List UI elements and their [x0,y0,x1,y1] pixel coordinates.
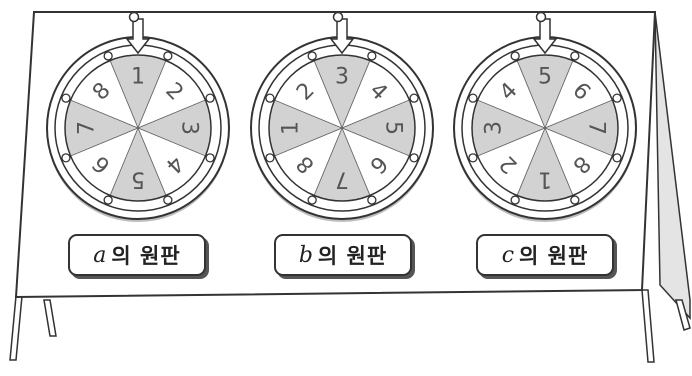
rim-peg [104,196,112,204]
rim-peg [410,154,418,162]
rim-peg [368,196,376,204]
left-back-leg [44,300,56,336]
wheel-c-label-var: c [502,243,515,268]
rim-peg [266,154,274,162]
pointer-pin [537,13,546,22]
wheel-a-label-var: a [93,243,107,268]
rim-peg [164,196,172,204]
left-front-leg [10,296,22,360]
rim-peg [164,52,172,60]
right-front-leg [642,290,654,362]
wheel-b-label-var: b [299,243,314,268]
rim-peg [308,52,316,60]
sector-number: 7 [74,121,99,135]
rim-peg [410,94,418,102]
sector-number: 7 [335,167,349,192]
rim-peg [613,154,621,162]
rim-peg [613,94,621,102]
rim-peg [206,154,214,162]
rim-peg [62,154,70,162]
wheel-c-label: c 의 원판 [476,234,614,276]
rim-peg [62,94,70,102]
sector-number: 1 [131,64,145,89]
sector-number: 7 [584,121,609,135]
stand-side-panel [655,12,690,318]
wheel-b-label-text: 의 원판 [318,240,387,270]
sector-number: 5 [381,121,406,135]
rim-peg [308,196,316,204]
sector-number: 3 [177,121,202,135]
rim-peg [571,196,579,204]
rim-peg [104,52,112,60]
rim-peg [469,154,477,162]
wheel-a-label: a 의 원판 [68,234,206,276]
sector-number: 5 [131,167,145,192]
pointer-pin [130,13,139,22]
rim-peg [469,94,477,102]
rim-peg [571,52,579,60]
sector-number: 5 [538,64,552,89]
stand-legs [10,290,690,362]
rim-peg [368,52,376,60]
rim-peg [511,196,519,204]
wheel-c-label-text: 의 원판 [519,240,588,270]
sector-number: 3 [481,121,506,135]
sector-number: 1 [278,121,303,135]
sector-number: 1 [538,167,552,192]
rim-peg [266,94,274,102]
wheel-a-label-text: 의 원판 [111,240,180,270]
sector-number: 3 [335,64,349,89]
rim-peg [511,52,519,60]
wheel-b-label: b 의 원판 [274,234,412,276]
rim-peg [206,94,214,102]
pointer-pin [334,13,343,22]
